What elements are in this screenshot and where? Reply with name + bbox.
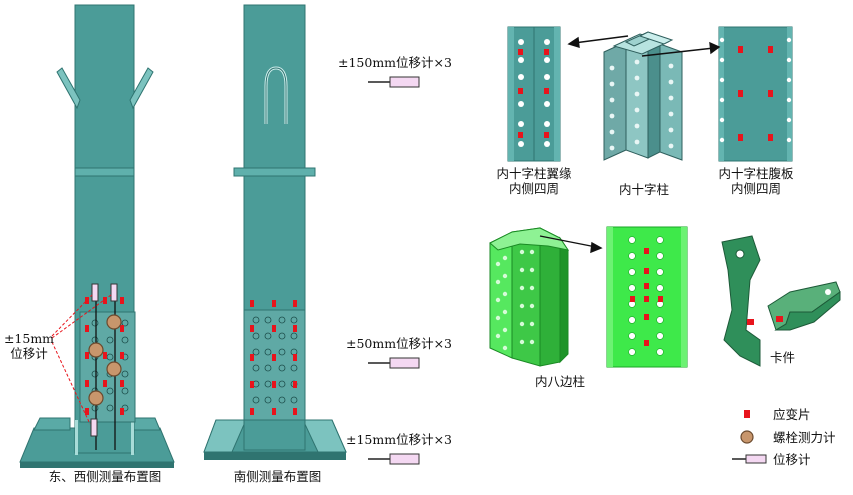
displacement-meter-icons — [368, 76, 420, 465]
cross-web-panel — [718, 26, 793, 162]
disp-150-label: ±150mm位移计×3 — [338, 55, 452, 70]
clip-piece — [721, 235, 841, 367]
cross-flange-panel — [507, 26, 561, 162]
cross-column-arrows — [567, 35, 721, 57]
legend-displacement-label: 位移计 — [773, 452, 811, 467]
east-west-caption: 东、西侧测量布置图 — [48, 469, 162, 484]
south-caption: 南侧测量布置图 — [233, 469, 322, 484]
displacement-meters-east-west — [90, 283, 118, 437]
disp-15-left-label-line1: ±15mm — [3, 331, 55, 346]
octagonal-column — [489, 227, 570, 367]
disp-15-right-label: ±15mm位移计×3 — [346, 432, 453, 447]
disp-15-left-label-line2: 位移计 — [10, 346, 48, 361]
legend — [732, 410, 767, 464]
octagonal-panel — [606, 226, 688, 368]
cross-web-label-line2: 内侧四周 — [730, 181, 781, 196]
cross-column-label: 内十字柱 — [618, 182, 669, 197]
strain-gauges-south — [250, 300, 297, 415]
east-west-column — [19, 4, 175, 468]
strain-gauges-east-west — [85, 297, 124, 415]
cross-web-label-line1: 内十字柱腹板 — [718, 166, 794, 181]
clip-label: 卡件 — [770, 350, 796, 365]
inner-cross-column — [603, 31, 683, 161]
cross-flange-label-line2: 内侧四周 — [508, 181, 559, 196]
disp-50-label: ±50mm位移计×3 — [346, 336, 453, 351]
legend-strain-gauge-swatch — [744, 410, 750, 418]
cross-flange-label-line1: 内十字柱翼缘 — [496, 166, 572, 181]
legend-displacement-swatch — [745, 454, 767, 464]
octagon-arrow — [539, 235, 603, 254]
legend-load-cell-swatch — [740, 430, 754, 444]
bolt-load-cells — [88, 314, 122, 406]
legend-load-cell-label: 螺栓测力计 — [773, 430, 836, 445]
south-column — [203, 4, 347, 460]
legend-strain-gauge-label: 应变片 — [773, 407, 811, 422]
octagon-label: 内八边柱 — [534, 374, 585, 389]
